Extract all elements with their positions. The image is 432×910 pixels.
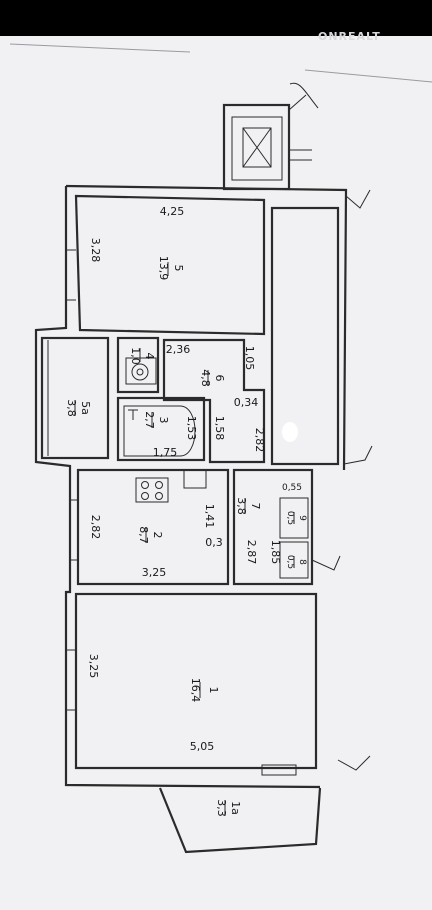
svg-text:1,85: 1,85 <box>269 540 282 565</box>
svg-text:2: 2 <box>151 532 164 539</box>
svg-text:1а: 1а <box>229 801 242 815</box>
svg-text:16,4: 16,4 <box>189 678 202 703</box>
svg-text:8: 8 <box>297 559 307 565</box>
svg-text:2,36: 2,36 <box>166 343 191 356</box>
svg-text:4,8: 4,8 <box>199 369 212 387</box>
svg-text:0,3: 0,3 <box>205 536 223 549</box>
svg-text:3,25: 3,25 <box>87 654 100 679</box>
svg-text:3,28: 3,28 <box>89 238 102 263</box>
svg-text:3,8: 3,8 <box>235 497 248 515</box>
svg-text:1,0: 1,0 <box>129 347 142 365</box>
room-5: 4,25 3,28 5 13,9 <box>89 205 185 280</box>
svg-text:3,8: 3,8 <box>65 399 78 417</box>
room-5a: 5а 3,8 <box>40 336 110 460</box>
svg-text:1,75: 1,75 <box>153 446 178 459</box>
svg-text:3,3: 3,3 <box>215 799 228 817</box>
floor-plan-paper <box>0 36 432 910</box>
svg-text:1,58: 1,58 <box>213 416 226 441</box>
room-1: 3,25 1 16,4 5,05 <box>74 592 371 776</box>
svg-text:5,05: 5,05 <box>190 740 215 753</box>
svg-text:4,25: 4,25 <box>160 205 185 218</box>
svg-text:3,25: 3,25 <box>142 566 167 579</box>
svg-text:2,82: 2,82 <box>253 428 266 453</box>
room-1a: 1а 3,3 <box>158 787 322 854</box>
room-9: 9 0,5 <box>285 511 307 525</box>
svg-text:2,7: 2,7 <box>143 411 156 429</box>
svg-text:3: 3 <box>157 417 170 424</box>
ventilation-shaft <box>222 82 319 191</box>
svg-text:0,34: 0,34 <box>234 396 259 409</box>
room-2: 2,82 2 8,7 3,25 1,41 0,3 <box>76 468 230 586</box>
svg-text:13,9: 13,9 <box>157 256 170 281</box>
svg-text:1,41: 1,41 <box>203 504 216 529</box>
svg-text:2,82: 2,82 <box>89 515 102 540</box>
svg-text:5а: 5а <box>79 401 92 415</box>
svg-text:1,53: 1,53 <box>185 416 198 441</box>
guide-line <box>304 69 432 83</box>
room-3: 3 2,7 1,53 1,75 <box>116 396 206 462</box>
svg-text:1,05: 1,05 <box>243 346 256 371</box>
svg-text:6: 6 <box>213 375 226 382</box>
watermark: ONREALT <box>318 30 381 43</box>
door-swing <box>311 555 341 571</box>
svg-text:0,5: 0,5 <box>285 511 295 525</box>
svg-text:8,7: 8,7 <box>137 526 150 544</box>
guide-line <box>9 43 191 53</box>
svg-text:2,87: 2,87 <box>245 540 258 565</box>
room-6: 2,36 1,05 6 4,8 0,34 2,82 1,58 <box>162 338 266 464</box>
outer-walls <box>34 184 373 789</box>
svg-text:0,5: 0,5 <box>285 555 295 569</box>
svg-text:4: 4 <box>143 353 156 360</box>
window-marks <box>66 249 78 711</box>
room-4: 4 1,0 <box>116 336 160 394</box>
room-8: 8 0,5 <box>285 555 307 569</box>
svg-text:5: 5 <box>172 265 185 272</box>
svg-text:7: 7 <box>249 503 262 510</box>
svg-text:9: 9 <box>297 515 307 521</box>
corridor <box>270 206 340 466</box>
svg-text:1: 1 <box>207 687 220 694</box>
svg-text:0,55: 0,55 <box>282 483 302 493</box>
room-7: 0,55 7 3,8 2,87 1,85 <box>232 468 314 586</box>
